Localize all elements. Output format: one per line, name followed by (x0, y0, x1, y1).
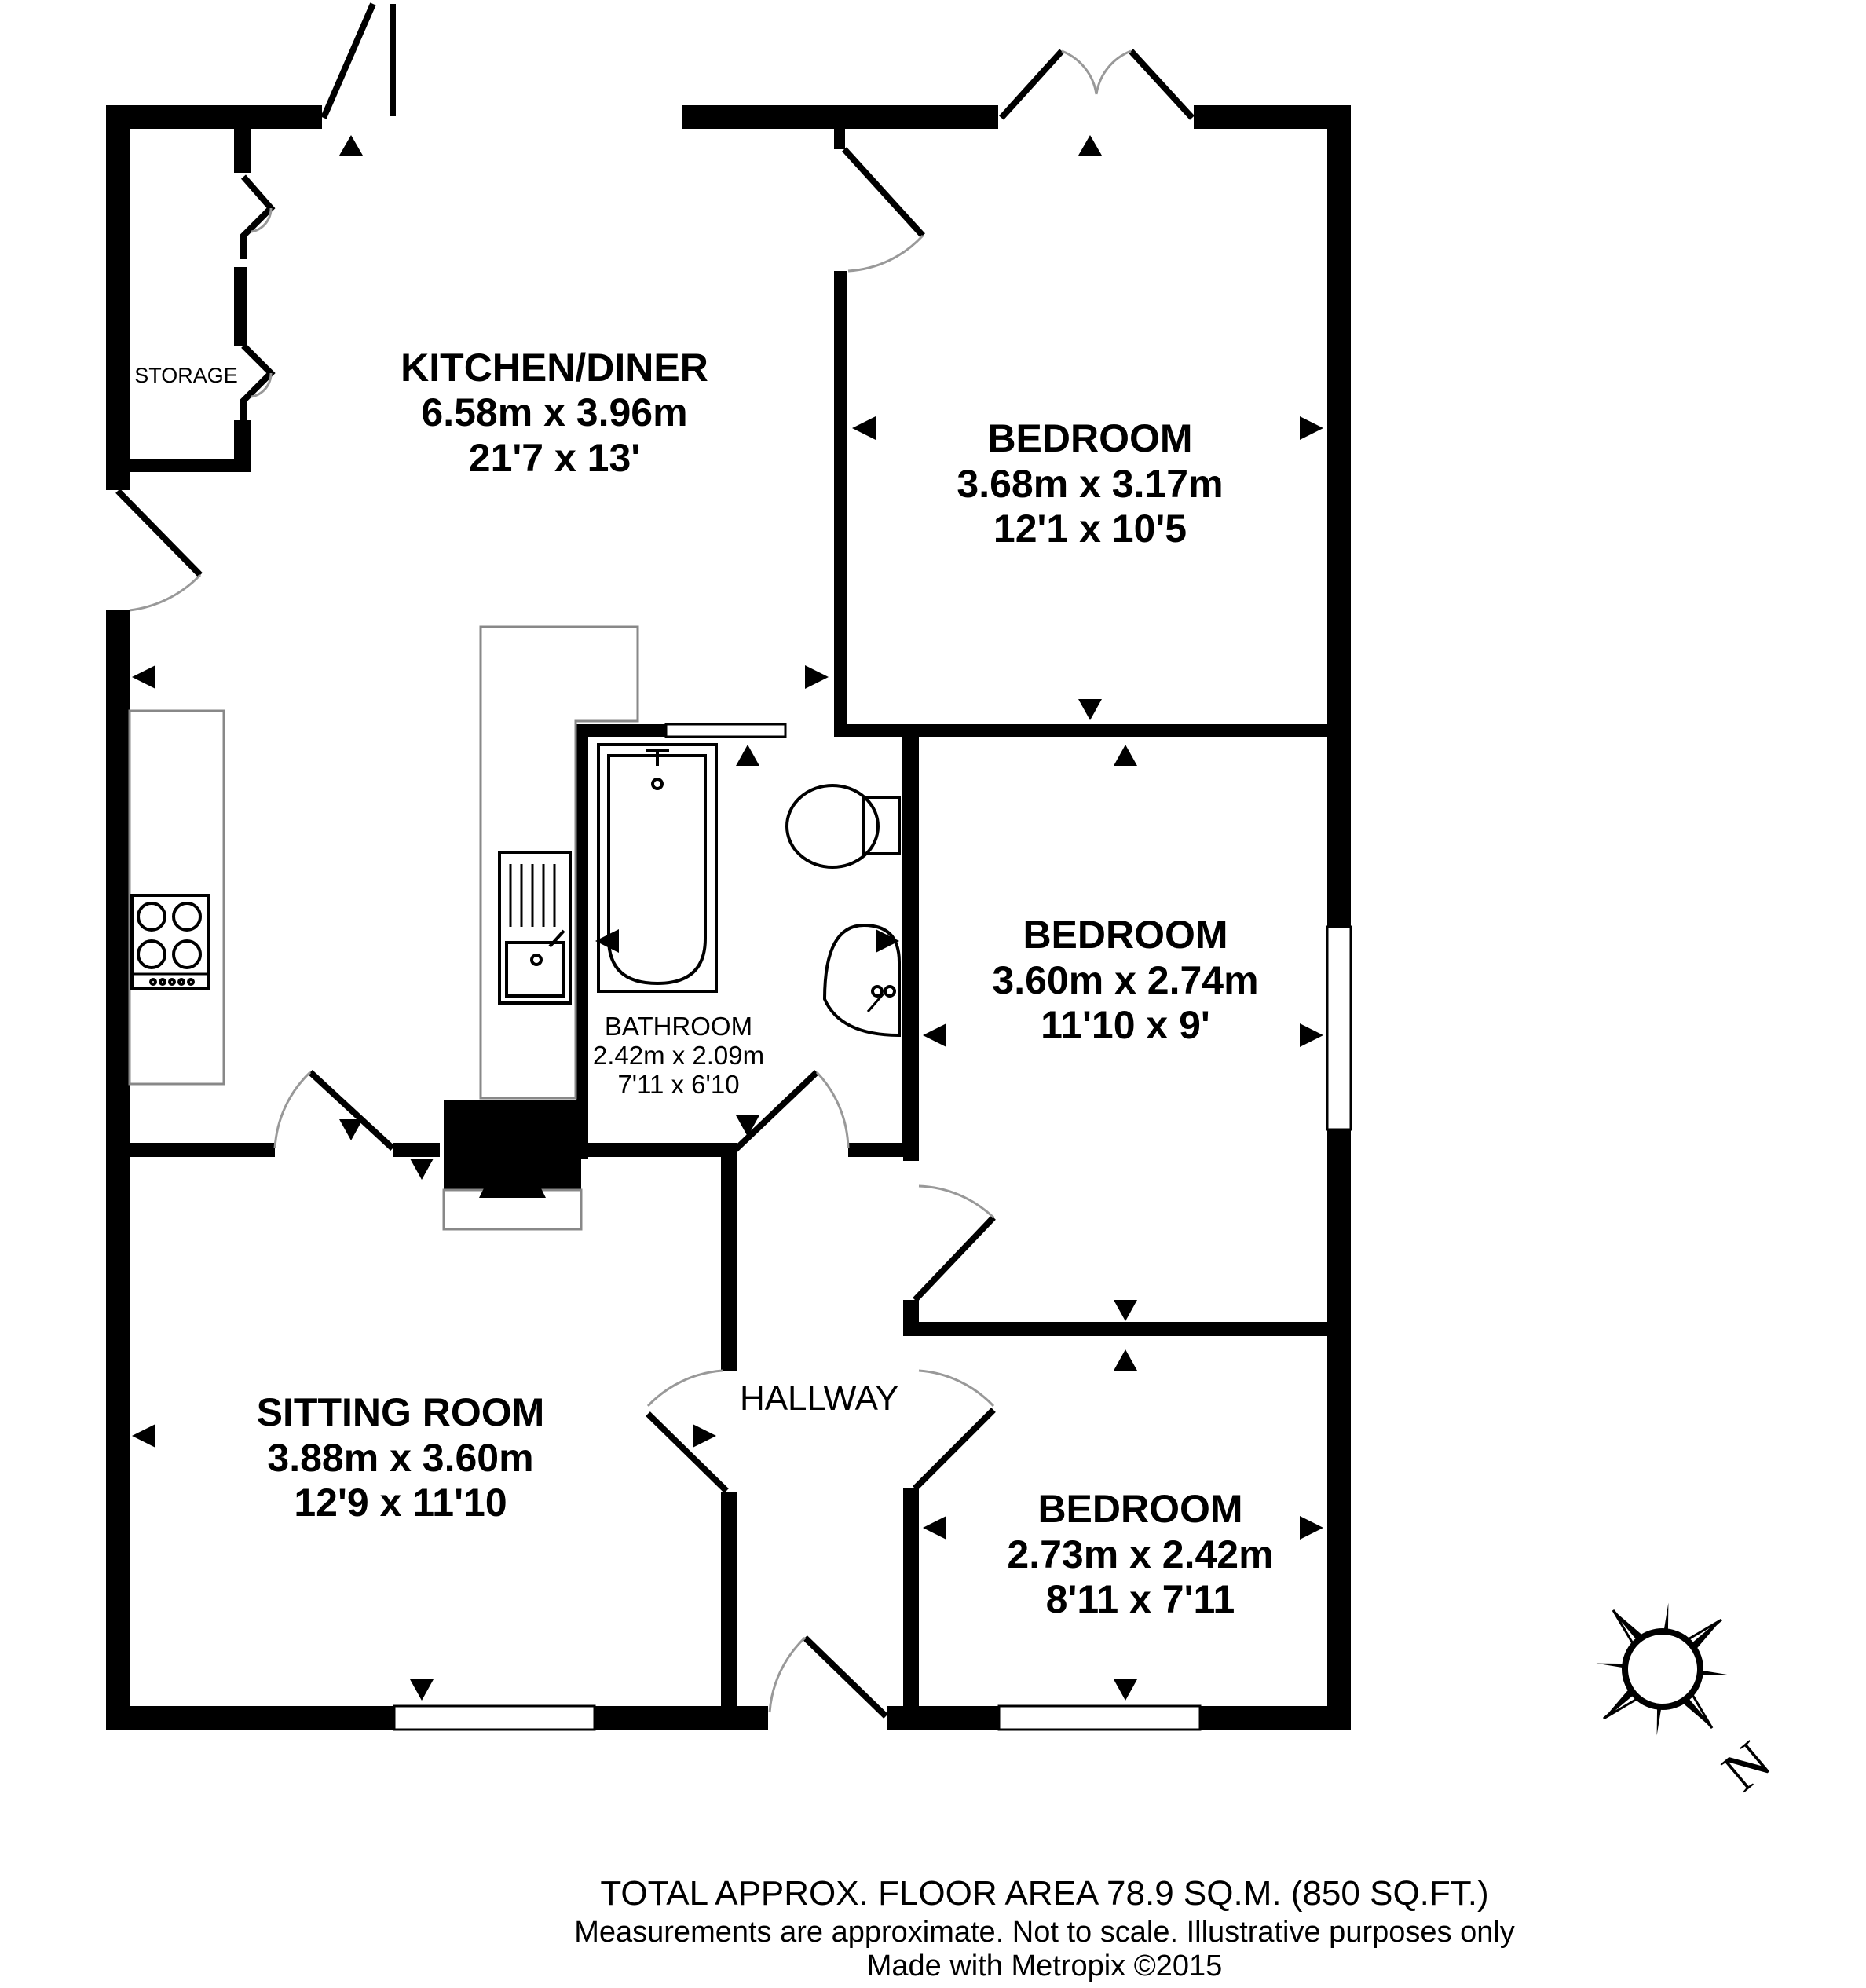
compass-north-label: N (1710, 1729, 1782, 1803)
sitting-label: SITTING ROOM 3.88m x 3.60m 12'9 x 11'10 (257, 1390, 545, 1525)
bedroom2-metric: 3.60m x 2.74m (992, 958, 1258, 1002)
fireplace-opening (479, 1182, 546, 1198)
bedroom1-label: BEDROOM 3.68m x 3.17m 12'1 x 10'5 (957, 416, 1223, 551)
basin-icon (822, 923, 901, 1038)
bedroom3-imperial: 8'11 x 7'11 (1046, 1577, 1235, 1621)
doors (115, 2, 1195, 1719)
kitchen-imperial: 21'7 x 13' (469, 436, 640, 480)
bedroom2-imperial: 11'10 x 9' (1041, 1003, 1210, 1047)
hallway-label: HALLWAY (740, 1379, 898, 1418)
total-floor-area: TOTAL APPROX. FLOOR AREA 78.9 SQ.M. (850… (600, 1874, 1488, 1913)
bathroom-metric: 2.42m x 2.09m (593, 1041, 764, 1070)
sitting-metric: 3.88m x 3.60m (267, 1436, 533, 1480)
bedroom1-name: BEDROOM (987, 416, 1192, 460)
bathroom-name: BATHROOM (605, 1012, 752, 1041)
credit: Made with Metropix ©2015 (867, 1950, 1223, 1983)
kitchen-metric: 6.58m x 3.96m (421, 390, 687, 434)
storage-label: STORAGE (134, 364, 238, 387)
interior-walls (106, 126, 1351, 1728)
bedroom2-name: BEDROOM (1023, 913, 1228, 957)
disclaimer: Measurements are approximate. Not to sca… (574, 1916, 1515, 1949)
compass-icon (1596, 1602, 1729, 1736)
bedroom3-metric: 2.73m x 2.42m (1007, 1532, 1273, 1576)
bathroom-fixtures (597, 743, 901, 1038)
windows (393, 723, 1352, 1731)
kitchen-label: KITCHEN/DINER 6.58m x 3.96m 21'7 x 13' (401, 346, 708, 480)
bedroom3-name: BEDROOM (1037, 1487, 1242, 1531)
bathroom-imperial: 7'11 x 6'10 (617, 1070, 739, 1099)
bedroom2-label: BEDROOM 3.60m x 2.74m 11'10 x 9' (992, 913, 1258, 1047)
exterior-walls (106, 105, 1351, 1730)
bathroom-label: BATHROOM 2.42m x 2.09m 7'11 x 6'10 (593, 1012, 764, 1099)
sitting-name: SITTING ROOM (257, 1390, 545, 1434)
dimension-arrows (132, 135, 1323, 1701)
sitting-imperial: 12'9 x 11'10 (294, 1481, 507, 1525)
bedroom3-label: BEDROOM 2.73m x 2.42m 8'11 x 7'11 (1007, 1487, 1273, 1621)
bath-icon (597, 743, 718, 993)
kitchen-name: KITCHEN/DINER (401, 346, 708, 390)
bedroom1-imperial: 12'1 x 10'5 (993, 507, 1187, 551)
toilet-icon (862, 796, 901, 855)
kitchen-fixtures (128, 625, 639, 1100)
bedroom1-metric: 3.68m x 3.17m (957, 462, 1223, 506)
